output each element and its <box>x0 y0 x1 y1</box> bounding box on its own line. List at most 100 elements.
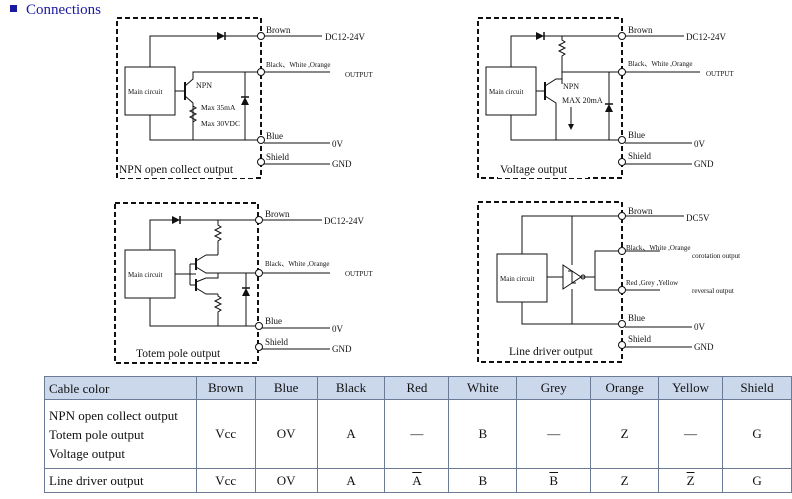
voltage-dc-label: DC12-24V <box>686 32 726 42</box>
npn-ground-wire <box>149 115 258 141</box>
table-row: NPN open collect output Totem pole outpu… <box>44 399 792 469</box>
totem-bwo-label: Black、White ,Orange <box>265 260 330 268</box>
npn-supply-wire <box>149 35 258 67</box>
row2-red: A <box>384 468 450 493</box>
row2-yellow: Z <box>658 468 724 493</box>
header-blue: Blue <box>254 376 318 400</box>
row1-blue: OV <box>254 399 318 469</box>
npn-zener-icon <box>241 97 249 105</box>
bullet-square-icon <box>10 5 17 12</box>
line-driver-brown-label: Brown <box>628 206 653 216</box>
totem-0v-label: 0V <box>332 324 344 334</box>
totem-brown-label: Brown <box>265 209 290 219</box>
totem-zener-icon <box>242 288 250 296</box>
row1-shield: G <box>722 399 792 469</box>
row1-label-npn: NPN open collect output <box>49 407 178 423</box>
cable-color-table: Cable color Brown Blue Black Red White G… <box>44 376 792 493</box>
npn-main-circuit-label: Main circuit <box>128 88 162 96</box>
npn-output-label: OUTPUT <box>345 71 373 79</box>
npn-max-voltage-label: Max 30VDC <box>201 119 240 128</box>
line-driver-shield-label: Shield <box>628 334 652 344</box>
npn-supply-diode-icon <box>217 32 225 40</box>
totem-pole-diagram: Main circuit Brown Black、White ,Orange B… <box>114 202 373 364</box>
line-driver-main-circuit-label: Main circuit <box>500 275 534 283</box>
table-header-row: Cable color Brown Blue Black Red White G… <box>44 376 792 400</box>
totem-supply-wire <box>149 219 256 250</box>
voltage-output-diagram: Main circuit NPN MAX 20mA Brown Black、Wh… <box>477 17 734 179</box>
npn-max-current-label: Max 35mA <box>201 103 236 112</box>
row1-red: — <box>384 399 450 469</box>
voltage-bwo-label: Black、White ,Orange <box>628 60 693 68</box>
voltage-blue-label: Blue <box>628 130 645 140</box>
voltage-shield-label: Shield <box>628 151 652 161</box>
totem-main-circuit-box <box>124 249 176 299</box>
voltage-caption: Voltage output <box>500 164 568 176</box>
voltage-max-current-label: MAX 20mA <box>562 96 603 105</box>
row2-label: Line driver output <box>44 468 197 493</box>
row1-black: A <box>316 399 386 469</box>
line-driver-0v-label: 0V <box>694 322 706 332</box>
npn-dc-label: DC12-24V <box>325 32 365 42</box>
line-driver-bwo-label: Black、White ,Orange <box>626 244 691 252</box>
line-driver-supply-wire <box>521 215 620 254</box>
totem-gnd-label: GND <box>332 344 352 354</box>
line-driver-rgy-label: Red ,Grey ,Yellow <box>626 279 679 287</box>
line-driver-corotation-label: corotation output <box>692 252 740 260</box>
npn-caption: NPN open collect output <box>119 164 234 176</box>
header-cable-color: Cable color <box>44 376 197 400</box>
npn-gnd-label: GND <box>332 159 352 169</box>
totem-lower-resistor-icon <box>213 294 223 317</box>
row1-white: B <box>448 399 518 469</box>
section-title-text: Connections <box>26 2 101 18</box>
voltage-ground-wire <box>510 115 620 141</box>
row2-orange: Z <box>590 468 660 493</box>
row1-label: NPN open collect output Totem pole outpu… <box>44 399 197 469</box>
totem-dc-label: DC12-24V <box>324 216 364 226</box>
line-driver-caption: Line driver output <box>509 346 593 358</box>
line-driver-enclosure <box>477 201 623 363</box>
voltage-supply-diode-icon <box>536 32 544 40</box>
header-black: Black <box>316 376 386 400</box>
npn-transistor-label: NPN <box>196 81 212 90</box>
line-driver-reversal-label: reversal output <box>692 287 734 295</box>
npn-blue-label: Blue <box>266 131 283 141</box>
row2-black: A <box>316 468 386 493</box>
header-white: White <box>448 376 518 400</box>
header-shield: Shield <box>722 376 792 400</box>
npn-brown-label: Brown <box>266 25 291 35</box>
line-driver-ground-wire <box>521 302 620 325</box>
npn-main-circuit-box <box>124 66 176 116</box>
npn-shield-label: Shield <box>266 152 290 162</box>
totem-shield-label: Shield <box>265 337 289 347</box>
row1-orange: Z <box>590 399 660 469</box>
voltage-supply-wire <box>510 35 620 67</box>
header-orange: Orange <box>590 376 660 400</box>
line-driver-gnd-label: GND <box>694 342 714 352</box>
voltage-brown-label: Brown <box>628 25 653 35</box>
totem-main-circuit-label: Main circuit <box>128 271 162 279</box>
totem-output-label: OUTPUT <box>345 270 373 278</box>
row1-brown: Vcc <box>195 399 256 469</box>
totem-ground-wire <box>149 298 256 327</box>
voltage-gnd-label: GND <box>694 159 714 169</box>
line-driver-dc-label: DC5V <box>686 213 710 223</box>
voltage-zener-icon <box>605 104 613 112</box>
voltage-output-label: OUTPUT <box>706 70 734 78</box>
header-yellow: Yellow <box>658 376 724 400</box>
npn-bwo-label: Black、White ,Orange <box>266 61 331 69</box>
row2-grey: B <box>516 468 592 493</box>
row1-yellow: — <box>658 399 724 469</box>
table-row: Line driver output Vcc OV A A B B Z Z G <box>44 468 792 493</box>
row1-grey: — <box>516 399 592 469</box>
totem-supply-diode-icon <box>172 216 180 224</box>
totem-blue-label: Blue <box>265 316 282 326</box>
row2-brown: Vcc <box>195 468 256 493</box>
row1-label-totem: Totem pole output <box>49 426 145 442</box>
line-driver-blue-label: Blue <box>628 313 645 323</box>
voltage-main-circuit-box <box>485 66 537 116</box>
section-title: Connections <box>10 2 101 19</box>
row2-white: B <box>448 468 518 493</box>
voltage-current-arrow-icon <box>568 124 574 130</box>
voltage-transistor-label: NPN <box>563 82 579 91</box>
voltage-main-circuit-label: Main circuit <box>489 88 523 96</box>
